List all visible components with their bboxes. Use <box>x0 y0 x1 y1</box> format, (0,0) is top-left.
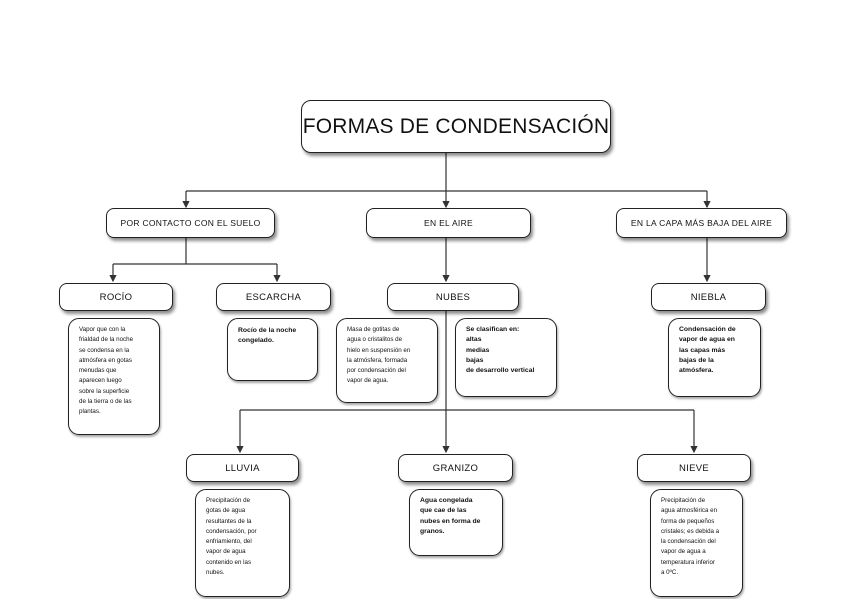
form-nubes: NUBES <box>387 283 519 311</box>
form-rocio: ROCÍO <box>59 283 173 311</box>
form-escarcha: ESCARCHA <box>216 283 331 311</box>
diagram-title: FORMAS DE CONDENSACIÓN <box>301 100 611 153</box>
form-nieve: NIEVE <box>637 454 751 482</box>
description-niebla: Condensación de vapor de agua en las cap… <box>668 318 761 397</box>
description-lluvia: Precipitación de gotas de agua resultant… <box>195 489 290 597</box>
form-granizo: GRANIZO <box>398 454 513 482</box>
form-lluvia: LLUVIA <box>186 454 299 482</box>
description-nieve: Precipitación de agua atmosférica en for… <box>650 489 743 597</box>
category-por-contacto-con-el-suelo: POR CONTACTO CON EL SUELO <box>106 208 275 238</box>
description-nubes: Masa de gotitas de agua o cristalitos de… <box>336 318 438 403</box>
description-escarcha: Rocío de la noche congelado. <box>227 318 318 381</box>
form-niebla: NIEBLA <box>651 283 766 311</box>
description-granizo: Agua congelada que cae de las nubes en f… <box>409 489 503 556</box>
category-en-el-aire: EN EL AIRE <box>366 208 531 238</box>
description-rocio: Vapor que con la frialdad de la noche se… <box>68 318 160 435</box>
category-en-la-capa-mas-baja-del-aire: EN LA CAPA MÁS BAJA DEL AIRE <box>616 208 787 238</box>
description-nubes-clasificacion: Se clasifican en: altas medias bajas de … <box>455 318 557 397</box>
